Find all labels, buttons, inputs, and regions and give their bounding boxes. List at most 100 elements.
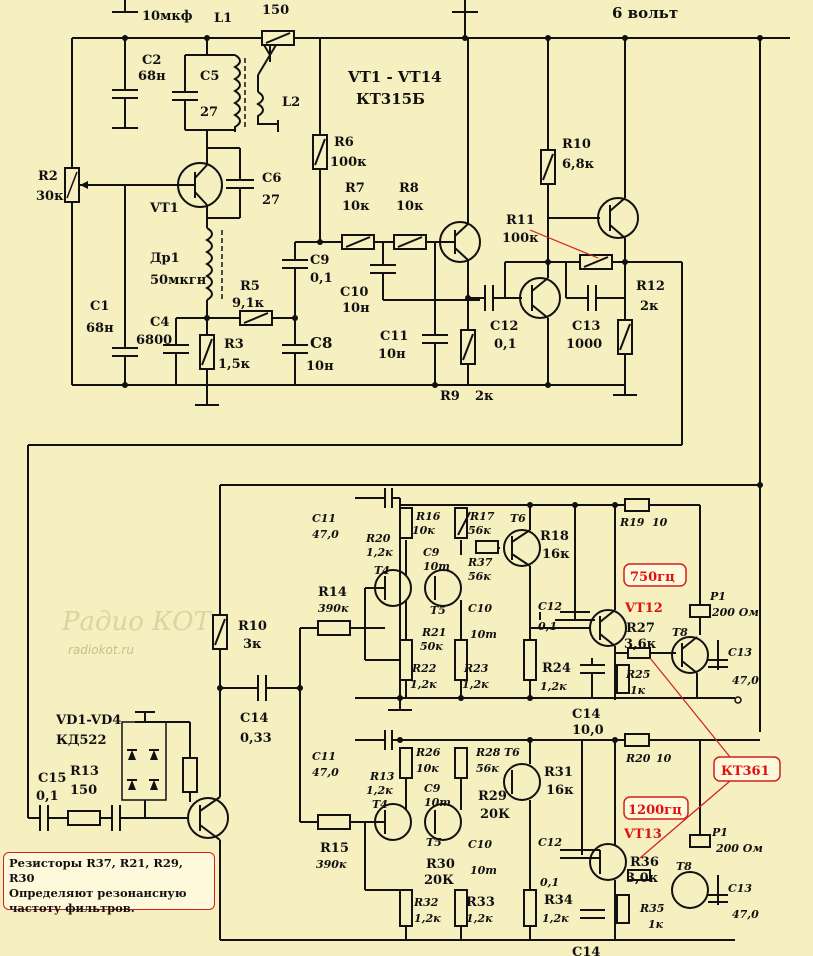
label: 50к <box>420 640 443 653</box>
label: T4 <box>374 564 390 577</box>
label: T8 <box>676 860 692 873</box>
label: 100к <box>502 231 539 246</box>
label: P1 <box>709 590 726 603</box>
label: R32 <box>413 896 439 909</box>
label: R35 <box>639 902 664 915</box>
label: 20К <box>424 873 454 888</box>
label: VT1 <box>149 201 179 216</box>
label: 1,5к <box>218 357 251 372</box>
label: C9 <box>310 253 329 268</box>
label: 1к <box>648 918 664 931</box>
label: R11 <box>506 213 535 228</box>
label: 16к <box>546 783 574 798</box>
label: 56к <box>468 570 491 583</box>
label: 27 <box>200 105 218 120</box>
label: R18 <box>540 529 569 544</box>
vt13-label: VT13 <box>623 827 662 842</box>
label: R25 <box>625 668 650 681</box>
label: C13 <box>572 319 600 334</box>
label: 10к <box>342 199 370 214</box>
label: R16 <box>415 510 441 523</box>
label: C11 <box>312 750 336 763</box>
label: 1,2к <box>414 912 441 925</box>
label: 6,8к <box>562 157 595 172</box>
label: C4 <box>150 315 169 330</box>
label: R15 <box>320 841 349 856</box>
label: C10 <box>340 285 368 300</box>
label: 0,1 <box>494 337 517 352</box>
label: C9 <box>424 782 441 795</box>
label: R21 <box>421 626 446 639</box>
kt361-label: КТ361 <box>721 764 770 779</box>
label: 390к <box>316 858 347 871</box>
label: 27 <box>262 193 280 208</box>
label: C6 <box>262 171 281 186</box>
freq1-label: 750гц <box>630 570 675 585</box>
resistor-note: Резисторы R37, R21, R29, R30 Определяют … <box>3 852 215 915</box>
label: R9 <box>440 389 460 404</box>
watermark-url: radiokot.ru <box>68 643 134 657</box>
label: 10н <box>306 359 334 374</box>
label: R5 <box>240 279 260 294</box>
label: 1к <box>630 684 646 697</box>
label: 0,33 <box>240 731 272 746</box>
label: R33 <box>466 895 495 910</box>
labels: 10мкф L1 150 6 вольт VT1 - VT14 КТ315Б C… <box>36 3 770 956</box>
label: C11 <box>380 329 408 344</box>
label: T5 <box>430 604 446 617</box>
label: 47,0 <box>312 528 339 541</box>
watermark-logo: Радио КОТ <box>61 607 213 637</box>
label: 10к <box>396 199 424 214</box>
label: 390к <box>318 602 349 615</box>
label: R31 <box>544 765 573 780</box>
label: 1,2к <box>366 546 393 559</box>
freq1-box <box>623 563 687 587</box>
transistor-type: КТ315Б <box>356 90 425 108</box>
label: КД522 <box>56 733 107 748</box>
label: 10т <box>470 628 497 641</box>
label: C11 <box>312 512 336 525</box>
freq2-box <box>623 796 689 820</box>
label: R22 <box>411 662 437 675</box>
label: C10 <box>468 602 492 615</box>
label: R27 <box>626 621 655 636</box>
label: 9,1к <box>232 296 265 311</box>
label: T8 <box>672 626 688 639</box>
label: Др1 <box>150 251 180 266</box>
label: T5 <box>426 836 442 849</box>
label: 20К <box>480 807 510 822</box>
label: C14 <box>240 711 268 726</box>
label: R30 <box>426 857 455 872</box>
label: 1000 <box>566 337 602 352</box>
label: T6 <box>510 512 526 525</box>
label: P1 <box>711 826 728 839</box>
label: 6800 <box>136 333 172 348</box>
label: C13 <box>728 646 752 659</box>
label: 10,0 <box>572 723 604 738</box>
label: 16к <box>542 547 570 562</box>
label: 68н <box>138 69 166 84</box>
label: 1,2к <box>540 680 567 693</box>
lower-wires <box>39 482 763 941</box>
label: R28 <box>475 746 501 759</box>
label: R7 <box>345 181 365 196</box>
label: C12 <box>490 319 518 334</box>
label: R20 <box>625 752 651 765</box>
label: 10н <box>342 301 370 316</box>
label: 47,0 <box>312 766 339 779</box>
label: 47,0 <box>732 674 759 687</box>
label: 56к <box>468 524 491 537</box>
label: 1,2к <box>466 912 493 925</box>
label: C13 <box>728 882 752 895</box>
label: 3,6к <box>624 637 657 652</box>
label: R23 <box>463 662 489 675</box>
label: T4 <box>372 798 388 811</box>
l2-label: L2 <box>282 95 300 110</box>
label: C9 <box>423 546 440 559</box>
label: 150 <box>70 783 97 798</box>
label: R13 <box>70 764 99 779</box>
label: 56к <box>476 762 499 775</box>
l1-label: L1 <box>214 11 232 26</box>
label: C12 <box>538 836 562 849</box>
label: 47,0 <box>732 908 759 921</box>
